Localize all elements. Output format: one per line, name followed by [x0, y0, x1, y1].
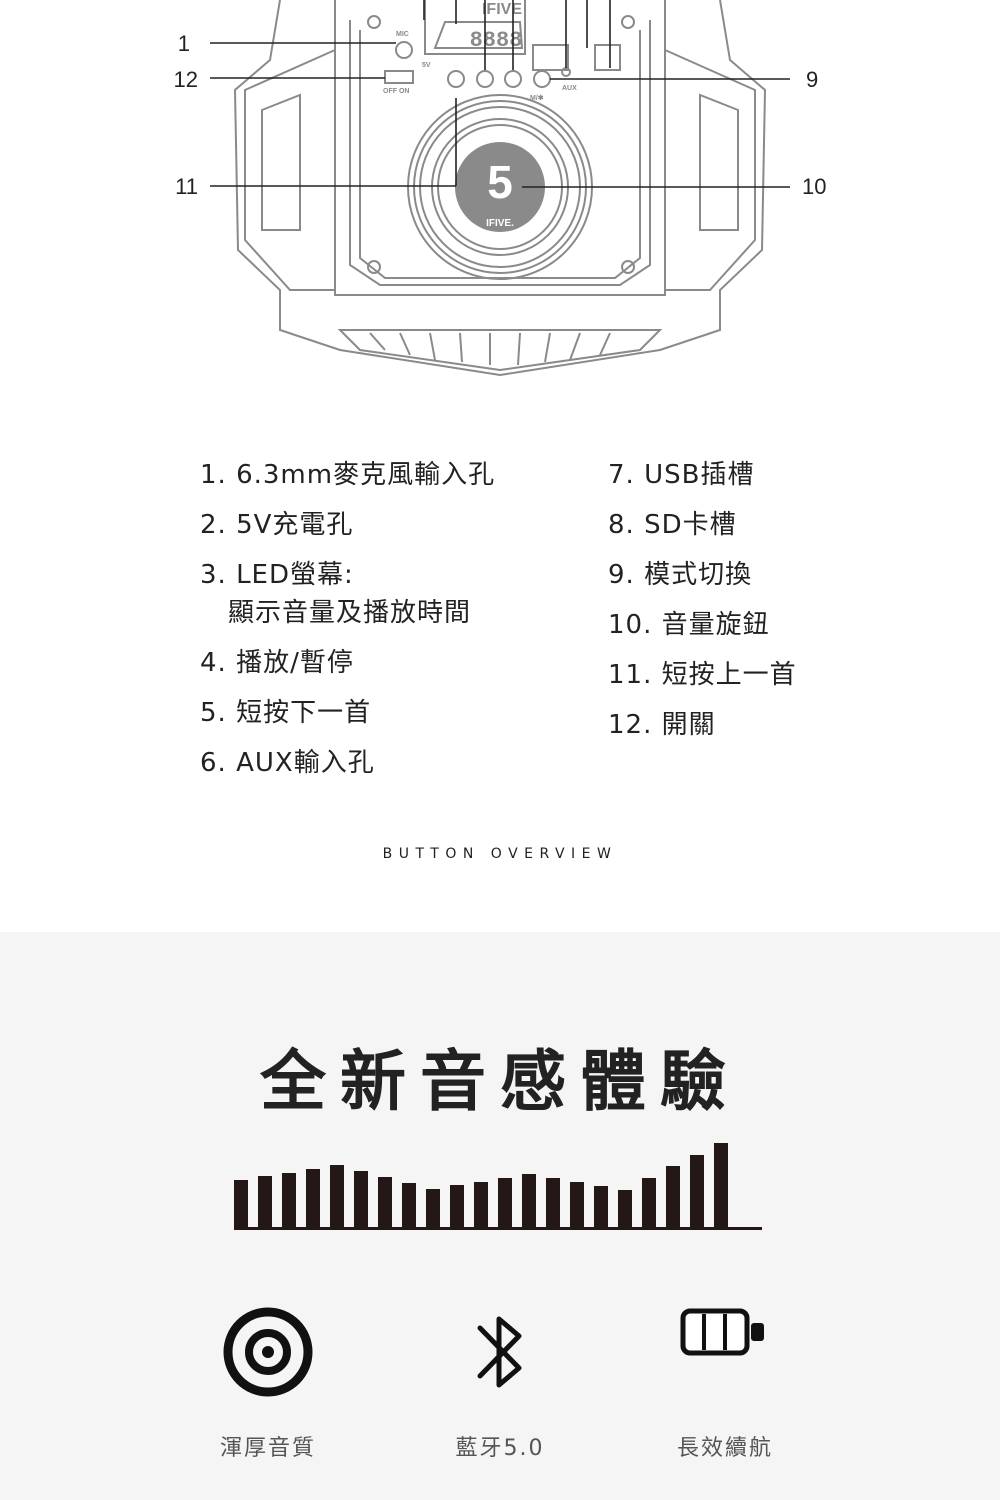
equalizer-bar — [714, 1143, 728, 1227]
aux-label: AUX — [562, 85, 577, 92]
equalizer-graphic — [234, 1143, 762, 1230]
list-item: 12. 開關 — [608, 710, 716, 740]
equalizer-bar — [378, 1177, 392, 1227]
list-item-continuation: 顯示音量及播放時間 — [228, 598, 472, 628]
mode-label: M/✱ — [530, 94, 544, 102]
callout-9: 9 — [806, 67, 818, 92]
equalizer-bar — [426, 1189, 440, 1227]
callout-1: 1 — [178, 31, 190, 56]
equalizer-bar — [570, 1182, 584, 1227]
equalizer-baseline — [234, 1227, 762, 1230]
equalizer-bar — [330, 1165, 344, 1227]
list-item: 4. 播放/暫停 — [200, 648, 354, 678]
equalizer-bar — [594, 1186, 608, 1227]
feature-sound: 渾厚音質 — [168, 1302, 368, 1462]
callout-11: 11 — [175, 174, 198, 199]
equalizer-bar — [546, 1178, 560, 1227]
equalizer-bar — [354, 1171, 368, 1227]
equalizer-bar — [258, 1176, 272, 1227]
charge-label: 5V — [422, 62, 431, 69]
list-item: 6. AUX輸入孔 — [200, 748, 375, 778]
list-item: 3. LED螢幕: — [200, 560, 354, 590]
callout-12: 12 — [174, 67, 198, 92]
battery-icon — [625, 1302, 825, 1402]
speaker-icon — [168, 1302, 368, 1402]
list-item: 9. 模式切換 — [608, 560, 753, 590]
feature-bluetooth: 藍牙5.0 — [400, 1302, 600, 1462]
equalizer-bar — [306, 1169, 320, 1227]
list-item: 11. 短按上一首 — [608, 660, 797, 690]
equalizer-bar — [450, 1185, 464, 1227]
feature-list-right: 7. USB插槽 8. SD卡槽 9. 模式切換 10. 音量旋鈕 11. 短按… — [608, 456, 797, 756]
equalizer-bar — [642, 1178, 656, 1227]
feature-list-left: 1. 6.3mm麥克風輸入孔 2. 5V充電孔 3. LED螢幕: 顯示音量及播… — [200, 456, 495, 794]
list-item: 1. 6.3mm麥克風輸入孔 — [200, 460, 496, 490]
power-label: OFF ON — [383, 88, 409, 95]
headline: 全新音感體驗 — [260, 1043, 740, 1120]
list-item: 5. 短按下一首 — [200, 698, 372, 728]
equalizer-bar — [522, 1174, 536, 1227]
equalizer-bar — [282, 1173, 296, 1227]
equalizer-bar — [234, 1180, 248, 1227]
list-item: 2. 5V充電孔 — [200, 510, 354, 540]
callout-10: 10 — [802, 174, 826, 199]
feature-battery: 長效續航 — [625, 1302, 825, 1462]
logo-text: IFIVE. — [486, 218, 514, 229]
equalizer-bar — [402, 1183, 416, 1227]
equalizer-bar — [666, 1166, 680, 1227]
equalizer-bar — [618, 1190, 632, 1227]
equalizer-bar — [498, 1178, 512, 1227]
mic-label: MIC — [396, 31, 409, 38]
list-item: 7. USB插槽 — [608, 460, 755, 490]
bluetooth-icon — [400, 1302, 600, 1402]
feature-label: 藍牙5.0 — [455, 1436, 545, 1461]
feature-label: 長效續航 — [676, 1436, 773, 1461]
experience-section: 全新音感體驗 渾厚音質 藍牙5.0 長效續航 — [0, 932, 1000, 1500]
equalizer-bar — [474, 1182, 488, 1227]
feature-label: 渾厚音質 — [219, 1436, 316, 1461]
list-item: 10. 音量旋鈕 — [608, 610, 770, 640]
equalizer-bar — [690, 1155, 704, 1227]
brand-text: IFIVE — [482, 1, 522, 18]
section-caption: BUTTON OVERVIEW — [382, 846, 618, 862]
display-digits: 8888 — [470, 28, 523, 53]
list-item: 8. SD卡槽 — [608, 510, 737, 540]
logo-digit: 5 — [487, 156, 513, 208]
speaker-button-diagram: 5 IFIVE. IFIVE 8888 MIC OFF ON 5V AUX M/… — [174, 0, 826, 377]
